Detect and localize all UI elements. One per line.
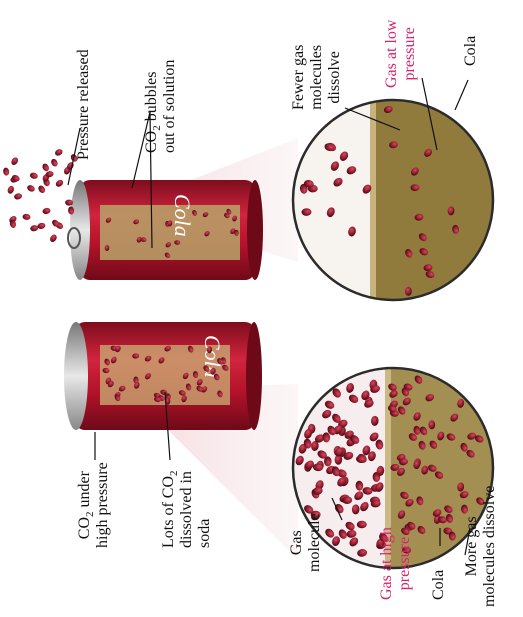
label-co2-high-pressure: CO2 under high pressure	[76, 462, 112, 548]
gas-molecule	[49, 233, 58, 243]
gas-molecule	[42, 207, 51, 215]
gas-molecule	[7, 185, 15, 195]
gas-molecule	[22, 213, 31, 220]
can-closed	[64, 322, 262, 430]
label-cola-top: Cola	[462, 36, 480, 66]
gas-molecule	[37, 184, 47, 194]
gas-molecule	[13, 192, 22, 200]
gas-molecule	[30, 224, 39, 232]
gas-molecule	[50, 158, 59, 168]
gas-molecule	[357, 521, 367, 529]
label-gas-high-pressure: Gas at high pressure	[378, 527, 414, 600]
gas-molecule	[3, 167, 10, 176]
label-cola-bottom: Cola	[430, 570, 448, 600]
label-gas-low-pressure: Gas at low pressure	[383, 20, 419, 88]
gas-molecule	[54, 148, 64, 157]
gas-molecule	[41, 162, 50, 172]
gas-molecule	[55, 178, 65, 188]
gas-molecule	[10, 156, 19, 166]
gas-molecule	[26, 184, 36, 193]
label-fewer-gas-molecules: Fewer gas molecules dissolve	[290, 45, 344, 110]
can-logo-top: Cola	[170, 194, 195, 237]
gas-molecule	[37, 222, 46, 230]
label-lots-of-co2: Lots of CO2 dissolved in soda	[160, 471, 214, 549]
label-gas-molecule: Gas molecule	[288, 513, 324, 572]
gas-molecule	[428, 420, 435, 429]
gas-molecule	[29, 172, 38, 180]
escaping-bubbles	[3, 148, 79, 243]
label-more-gas-molecules: More gas molecules dissolve	[463, 486, 499, 607]
label-co2-bubbles: CO2 bubbles out of solution	[143, 60, 179, 153]
label-pressure-released: Pressure released	[75, 49, 93, 160]
